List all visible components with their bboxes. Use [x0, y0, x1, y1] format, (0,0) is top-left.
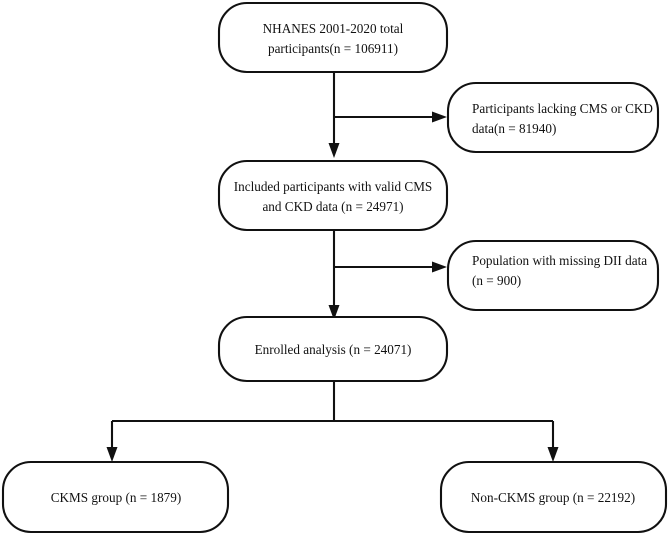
node-non-ckms-group: Non-CKMS group (n = 22192) [439, 460, 668, 534]
node-excluded-missing-dii: Population with missing DII data (n = 90… [446, 239, 660, 312]
arrowhead-non-ckms-group [547, 447, 559, 462]
node-ckms-group-line-1: CKMS group (n = 1879) [51, 490, 182, 505]
node-total-participants-shape [217, 1, 449, 74]
arrowhead-ckms-group [106, 447, 118, 462]
arrowhead-included-to-enrolled [328, 305, 340, 320]
node-excluded-missing-dii-line-2: (n = 900) [472, 273, 521, 288]
node-ckms-group: CKMS group (n = 1879) [1, 460, 230, 534]
node-excluded-missing-dii-line-1: Population with missing DII data [472, 253, 647, 268]
node-total-participants-line-2: participants(n = 106911) [268, 41, 398, 56]
node-total-participants: NHANES 2001-2020 total participants(n = … [217, 1, 449, 74]
node-enrolled-analysis-line-1: Enrolled analysis (n = 24071) [255, 342, 412, 357]
node-enrolled-analysis: Enrolled analysis (n = 24071) [217, 315, 449, 383]
node-non-ckms-group-shape [439, 460, 668, 534]
connector-layer [106, 72, 559, 462]
node-included-valid-cms-ckd-shape [217, 159, 449, 232]
arrowhead-excluded-missing-dii [432, 261, 447, 273]
node-enrolled-analysis-shape [217, 315, 449, 383]
node-excluded-cms-ckd-line-2: data(n = 81940) [472, 121, 556, 136]
node-ckms-group-shape [1, 460, 230, 534]
node-included-valid-cms-ckd: Included participants with valid CMS and… [217, 159, 449, 232]
node-total-participants-line-1: NHANES 2001-2020 total [263, 21, 404, 36]
node-included-valid-cms-ckd-line-2: and CKD data (n = 24971) [262, 199, 403, 214]
node-excluded-cms-ckd-shape [446, 81, 660, 154]
node-included-valid-cms-ckd-line-1: Included participants with valid CMS [234, 179, 433, 194]
arrowhead-excluded-cms-ckd [432, 111, 447, 123]
node-excluded-missing-dii-shape [446, 239, 660, 312]
node-excluded-cms-ckd-line-1: Participants lacking CMS or CKD [472, 101, 653, 116]
arrowhead-total-to-included [328, 143, 340, 158]
node-non-ckms-group-line-1: Non-CKMS group (n = 22192) [471, 490, 635, 505]
node-excluded-cms-ckd: Participants lacking CMS or CKD data(n =… [446, 81, 660, 154]
